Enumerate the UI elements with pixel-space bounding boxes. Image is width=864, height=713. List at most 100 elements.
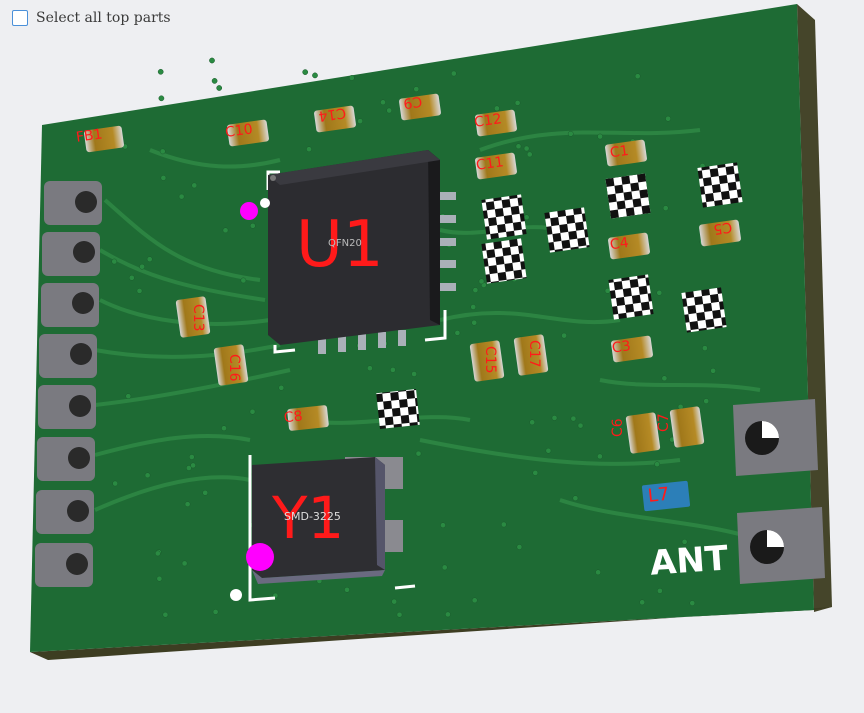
svg-text:FB1: FB1 — [75, 126, 104, 146]
inductor-l7-ref: L7 — [647, 484, 671, 507]
cap-c13[interactable]: C13 — [175, 296, 211, 338]
via — [209, 57, 215, 64]
cap-c8[interactable]: C8 — [283, 405, 329, 431]
cap-fb1[interactable]: FB1 — [75, 125, 124, 153]
via — [128, 274, 135, 281]
via — [472, 287, 479, 293]
via — [411, 371, 417, 377]
svg-text:C11: C11 — [475, 154, 505, 174]
toolbar: Select all top parts — [12, 8, 171, 28]
pin1-dot-u1 — [260, 198, 270, 208]
via — [572, 495, 579, 502]
via — [202, 489, 209, 496]
chip-u1-label: QFN20 — [328, 238, 362, 249]
pin1-dot-y1 — [230, 589, 242, 601]
via — [390, 367, 396, 373]
via — [181, 560, 188, 567]
svg-text:C6: C6 — [610, 418, 626, 437]
cap-c5[interactable]: C5 — [699, 218, 742, 247]
via — [302, 69, 309, 75]
cap-c12[interactable]: C12 — [473, 109, 517, 137]
svg-text:C1: C1 — [609, 143, 630, 161]
header-pad-7[interactable] — [36, 490, 94, 534]
via — [689, 600, 696, 606]
via — [567, 130, 574, 137]
via — [639, 599, 646, 606]
via — [532, 470, 539, 476]
header-pad-8[interactable] — [35, 543, 93, 587]
via — [367, 365, 373, 372]
cap-c9[interactable]: C9 — [399, 93, 442, 121]
cap-c1[interactable]: C1 — [605, 139, 648, 167]
via — [515, 143, 522, 150]
cap-c7[interactable]: C7 — [656, 406, 705, 448]
header-pad-3[interactable] — [41, 283, 99, 327]
svg-text:C4: C4 — [609, 235, 630, 253]
crystal-y1[interactable]: Y1 SMD-3225 — [248, 455, 416, 602]
via — [212, 609, 219, 615]
via — [344, 586, 350, 593]
header-pad-4[interactable] — [39, 334, 97, 378]
crystal-y1-ref: Y1 — [271, 484, 344, 552]
pcb-edge-bottom — [30, 607, 832, 660]
svg-text:C12: C12 — [473, 111, 503, 131]
pin1-marker-y1 — [246, 543, 274, 571]
checker-part[interactable] — [544, 207, 590, 253]
via — [662, 205, 669, 211]
cap-c15[interactable]: C15 — [469, 340, 505, 382]
svg-text:C17: C17 — [526, 340, 542, 368]
via — [112, 480, 119, 487]
via — [396, 611, 403, 618]
via — [604, 287, 611, 294]
svg-text:C7: C7 — [656, 413, 672, 432]
cap-c14[interactable]: C14 — [314, 104, 357, 133]
cap-c6[interactable]: C6 — [610, 412, 661, 454]
via — [661, 375, 668, 382]
checker-part[interactable] — [608, 274, 654, 320]
via — [157, 68, 164, 75]
cap-c16[interactable]: C16 — [213, 344, 249, 386]
select-all-checkbox[interactable] — [12, 10, 28, 26]
cap-c10[interactable]: C10 — [224, 119, 269, 147]
header-pad-2[interactable] — [42, 232, 100, 276]
via — [146, 256, 153, 263]
via — [158, 95, 165, 102]
via — [656, 289, 663, 296]
via — [654, 461, 660, 468]
cap-c3[interactable]: C3 — [611, 335, 654, 363]
header-pad-1[interactable] — [44, 181, 102, 225]
inductor-l7[interactable]: L7 — [641, 480, 691, 512]
checker-part[interactable] — [681, 287, 727, 333]
via — [597, 453, 603, 460]
crystal-y1-label: SMD-3225 — [284, 510, 341, 523]
via — [470, 304, 477, 310]
header-pad-6[interactable] — [37, 437, 95, 481]
via — [450, 70, 457, 77]
svg-text:C14: C14 — [317, 104, 347, 124]
chip-u1[interactable]: U1 QFN20 — [266, 150, 456, 354]
via — [681, 538, 688, 545]
antenna-pad-2[interactable] — [737, 507, 825, 584]
via — [222, 227, 229, 234]
cap-c11[interactable]: C11 — [475, 152, 518, 180]
checker-part[interactable] — [481, 238, 527, 284]
checker-part[interactable] — [697, 162, 743, 208]
via — [278, 384, 285, 391]
checker-part[interactable] — [376, 389, 420, 429]
header-pad-5[interactable] — [38, 385, 96, 429]
cap-c4[interactable]: C4 — [608, 232, 651, 260]
via — [702, 345, 708, 351]
antenna-pad-1[interactable] — [733, 399, 818, 476]
cap-c17[interactable]: C17 — [513, 334, 549, 376]
via — [159, 148, 166, 155]
via — [445, 611, 451, 618]
via — [357, 118, 363, 124]
checker-parts — [376, 162, 743, 429]
checker-part[interactable] — [481, 194, 527, 240]
capacitors: FB1 C10 C14 C9 C12 C11 C1 C4 C5 C3 C13 C… — [75, 93, 741, 454]
via — [221, 425, 227, 432]
via — [441, 564, 448, 571]
checker-part[interactable] — [605, 173, 651, 219]
via — [386, 107, 393, 114]
